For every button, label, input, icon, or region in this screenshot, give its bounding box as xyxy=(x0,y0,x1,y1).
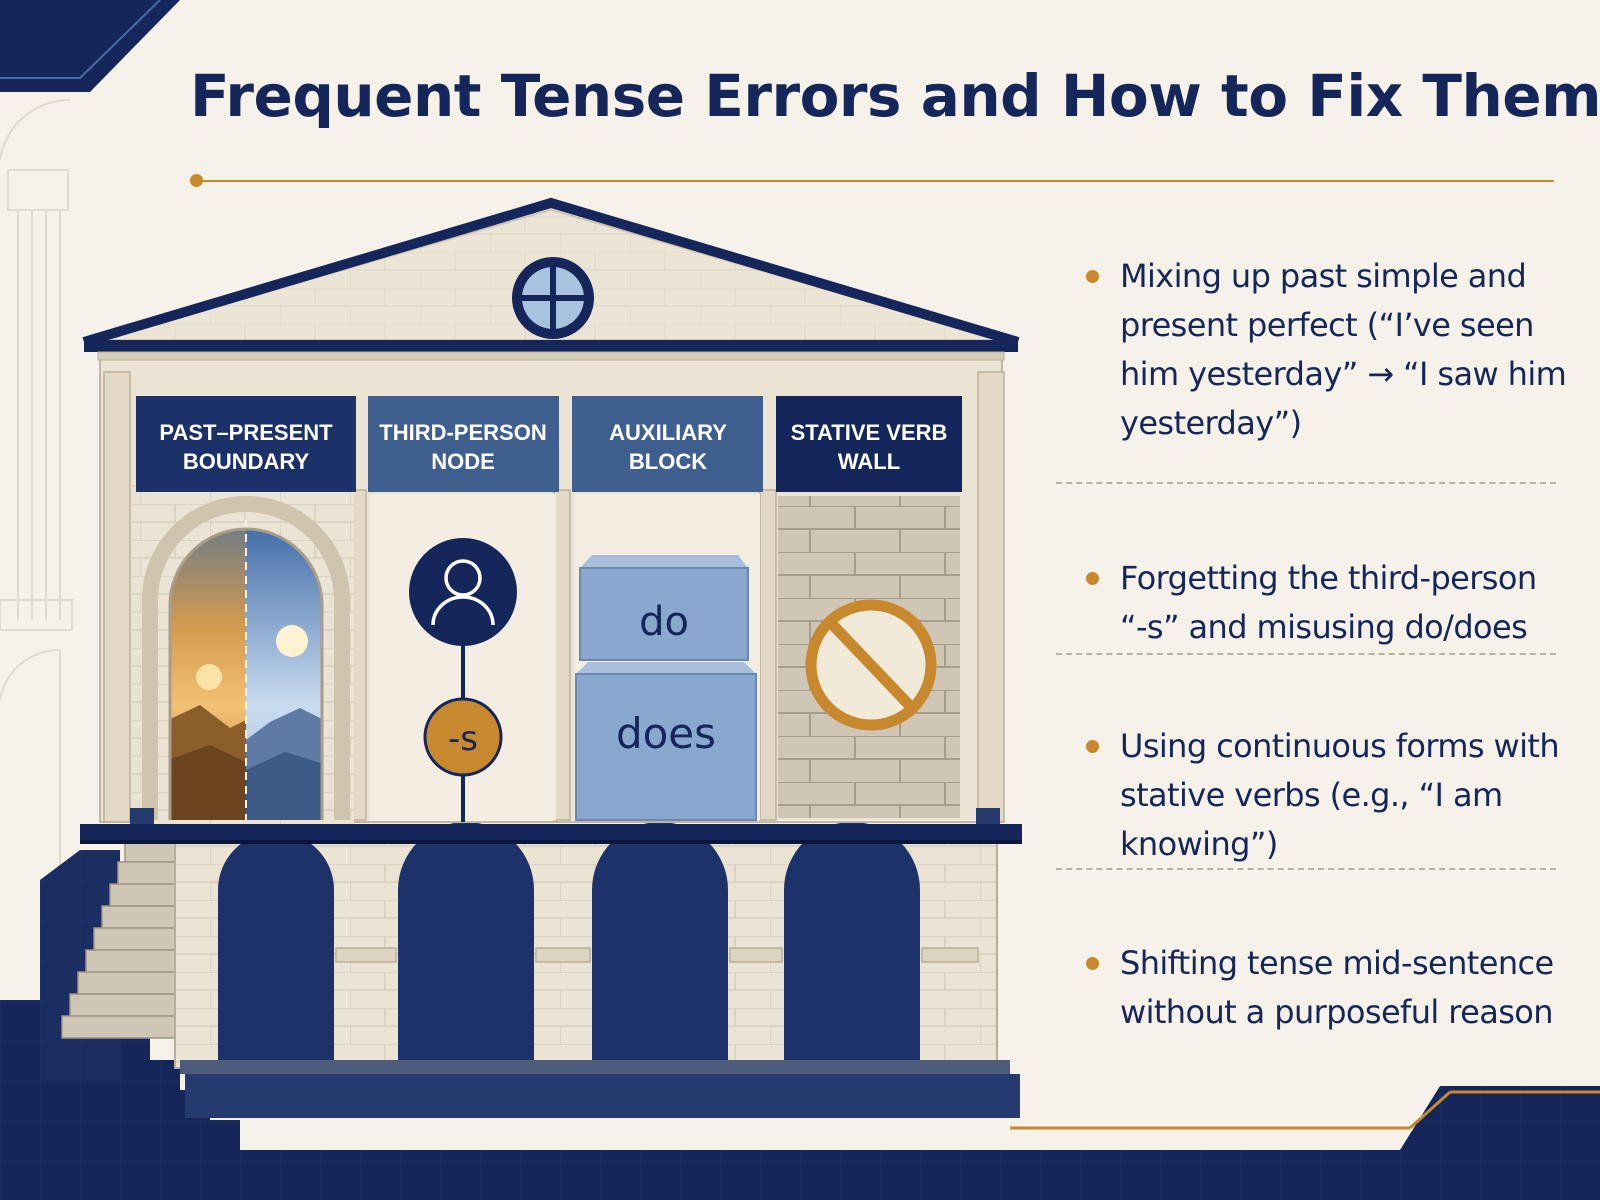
block-does: does xyxy=(575,662,757,821)
divider xyxy=(1056,653,1556,655)
list-item-text: Mixing up past simple and present perfec… xyxy=(1120,257,1567,442)
prohibited-icon xyxy=(805,599,937,731)
podium xyxy=(174,822,1020,1118)
panel-label-line1: PAST–PRESENT xyxy=(159,420,333,445)
page-title: Frequent Tense Errors and How to Fix The… xyxy=(190,62,1600,130)
sun-icon xyxy=(196,625,308,690)
block-does-label: does xyxy=(616,709,716,758)
balcony xyxy=(80,808,1022,844)
panel-label-line2: WALL xyxy=(838,449,900,474)
bullet-dot xyxy=(1086,572,1099,585)
list-item: Forgetting the third-person “-s” and mis… xyxy=(1070,554,1570,652)
panel-auxiliary-block: AUXILIARY BLOCK do does xyxy=(572,396,763,821)
list-item: Mixing up past simple and present perfec… xyxy=(1070,252,1570,448)
staircase xyxy=(40,839,181,1080)
suffix-node: -s xyxy=(423,697,503,777)
panel-third-person-node: THIRD-PERSON NODE -s xyxy=(368,396,559,822)
panel-label-line2: BOUNDARY xyxy=(183,449,310,474)
panel-past-present-boundary: PAST–PRESENT BOUNDARY xyxy=(136,396,356,820)
panel-label-line1: AUXILIARY xyxy=(609,420,727,445)
divider xyxy=(1056,482,1556,484)
panel-label-line2: BLOCK xyxy=(629,449,707,474)
list-item-text: Using continuous forms with stative verb… xyxy=(1120,727,1560,863)
panel-label-line1: STATIVE VERB xyxy=(791,420,948,445)
panel-label-line1: THIRD-PERSON xyxy=(379,420,546,445)
block-do: do xyxy=(579,555,749,661)
error-list: Mixing up past simple and present perfec… xyxy=(1070,252,1570,1037)
list-item: Using continuous forms with stative verb… xyxy=(1070,722,1570,869)
title-rule-dot xyxy=(190,174,203,187)
bullet-dot xyxy=(1086,740,1099,753)
round-window-icon xyxy=(512,257,594,339)
list-item-text: Shifting tense mid-sentence without a pu… xyxy=(1120,944,1554,1031)
ground-band xyxy=(0,1000,1600,1200)
list-item-text: Forgetting the third-person “-s” and mis… xyxy=(1120,559,1537,646)
bullet-dot xyxy=(1086,270,1099,283)
suffix-label: -s xyxy=(448,719,478,759)
list-item: Shifting tense mid-sentence without a pu… xyxy=(1070,939,1570,1037)
block-do-label: do xyxy=(639,599,689,645)
title-rule xyxy=(198,180,1554,182)
panel-stative-verb-wall: STATIVE VERB WALL xyxy=(776,396,962,818)
person-icon xyxy=(409,538,517,646)
bullet-dot xyxy=(1086,957,1099,970)
background-sketch xyxy=(0,98,73,900)
divider xyxy=(1056,868,1556,870)
panel-label-line2: NODE xyxy=(431,449,495,474)
corner-decoration-top xyxy=(0,0,180,92)
